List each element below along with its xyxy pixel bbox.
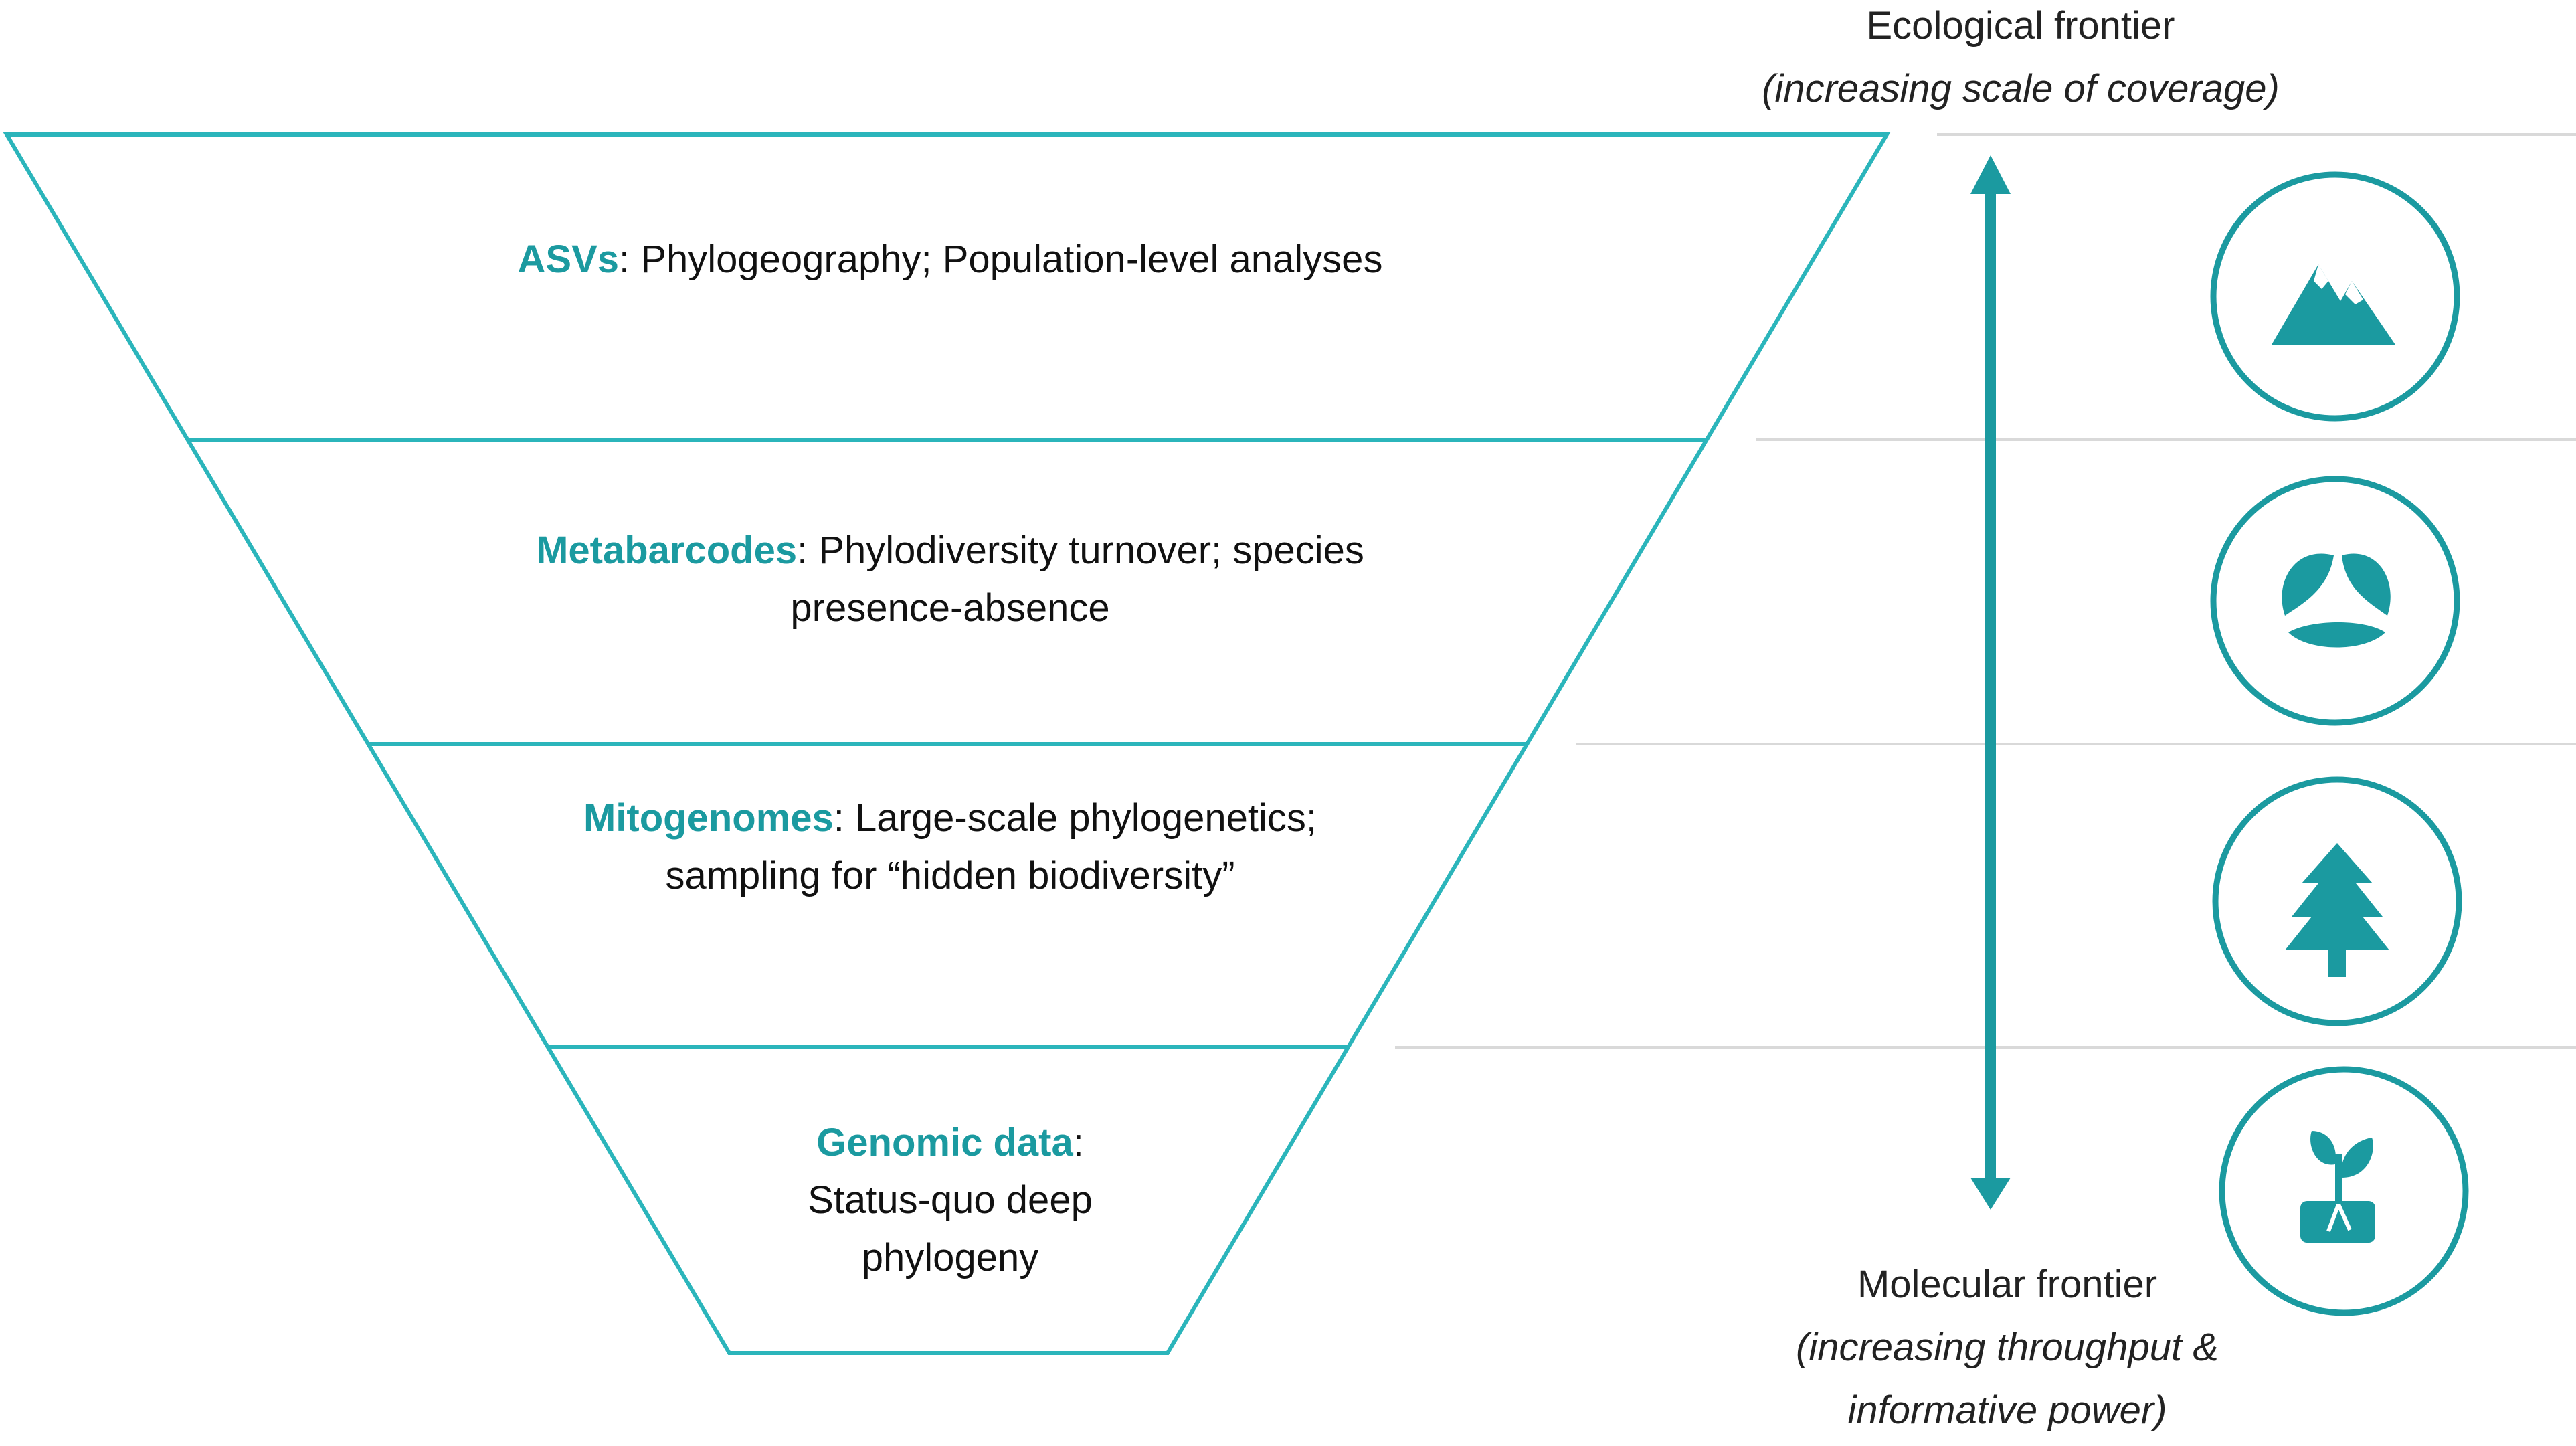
tier-mitogenomes-rest: : Large-scale phylogenetics; sampling fo…	[665, 796, 1317, 897]
molecular-frontier-label: Molecular frontier (increasing throughpu…	[1740, 1253, 2275, 1442]
funnel-outline	[3, 132, 1891, 1355]
tier-mitogenomes-text: Mitogenomes: Large-scale phylogenetics; …	[582, 790, 1318, 905]
seedling-icon	[2219, 1066, 2469, 1316]
tier-asvs-lead: ASVs	[517, 238, 620, 281]
tier-metabarcodes-rest: : Phylodiversity turnover; species prese…	[790, 529, 1364, 630]
tier-metabarcodes-lead: Metabarcodes	[536, 529, 798, 572]
tier-genomic-text: Genomic data: Status-quo deep phylogeny	[756, 1114, 1144, 1287]
ecological-frontier-title: Ecological frontier	[1866, 4, 2175, 48]
ecological-frontier-label: Ecological frontier (increasing scale of…	[1720, 0, 2322, 120]
leaves-cycle-icon	[2210, 476, 2460, 726]
frontier-arrow-head-up	[1970, 155, 2011, 194]
tier-mitogenomes-lead: Mitogenomes	[583, 796, 834, 840]
tier-genomic-lead: Genomic data	[816, 1121, 1073, 1164]
tier-metabarcodes-text: Metabarcodes: Phylodiversity turnover; s…	[462, 522, 1439, 637]
molecular-frontier-subtitle: (increasing throughput & informative pow…	[1796, 1326, 2219, 1432]
ecological-frontier-subtitle: (increasing scale of coverage)	[1762, 67, 2280, 110]
pine-tree-icon	[2212, 776, 2462, 1026]
mountain-icon	[2210, 171, 2460, 422]
tier-asvs-rest: : Phylogeography; Population-level analy…	[619, 238, 1383, 281]
molecular-frontier-title: Molecular frontier	[1857, 1263, 2158, 1306]
tier-genomic-rest: : Status-quo deep phylogeny	[808, 1121, 1093, 1279]
frontier-arrow-head-down	[1970, 1178, 2011, 1210]
tier-asvs-text: ASVs: Phylogeography; Population-level a…	[375, 231, 1526, 288]
